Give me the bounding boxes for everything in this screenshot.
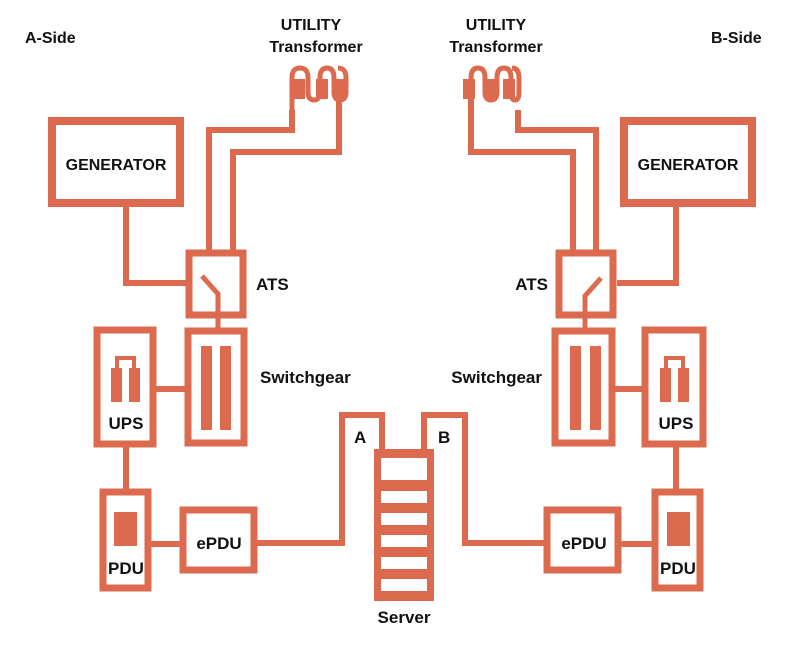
a-side: A-Side UTILITY Transformer GENERATOR ATS…	[25, 17, 385, 592]
b-generator-label: GENERATOR	[638, 157, 739, 174]
a-utility-feed-line-2	[230, 99, 342, 252]
a-ats-switch-icon	[200, 274, 221, 330]
b-epdu-to-server-line	[421, 412, 544, 546]
a-utility-transformer-icon	[289, 65, 349, 110]
server-slots	[381, 458, 427, 591]
b-ups-label: UPS	[659, 414, 694, 433]
a-utility-label-line2: Transformer	[269, 39, 362, 56]
b-ups-box	[641, 326, 707, 448]
a-pdu-label: PDU	[108, 559, 144, 578]
a-pdu-block-icon	[114, 512, 137, 546]
b-epdu-box	[543, 506, 622, 574]
b-generator-to-ats-line	[617, 207, 679, 286]
b-epdu-label: ePDU	[561, 534, 606, 553]
a-feed-label: A	[354, 428, 366, 447]
a-switchgear-label: Switchgear	[260, 368, 351, 387]
b-switchgear-box	[551, 327, 616, 447]
b-utility-label-line1: UTILITY	[466, 17, 527, 34]
b-side-title: B-Side	[711, 30, 762, 47]
a-epdu-box	[179, 506, 258, 574]
server-slot	[381, 491, 427, 503]
a-epdu-label: ePDU	[196, 534, 241, 553]
server: Server	[374, 449, 434, 627]
server-slot	[381, 579, 427, 591]
a-generator-to-ats-line	[123, 207, 188, 286]
b-switchgear-label: Switchgear	[451, 368, 542, 387]
b-ats-label: ATS	[515, 275, 548, 294]
a-ups-box	[93, 326, 157, 448]
server-label: Server	[378, 608, 431, 627]
a-utility-feed-line-1	[206, 110, 295, 252]
b-ups-battery-icon	[660, 356, 689, 402]
server-slot	[381, 535, 427, 547]
b-ats-switch-icon	[582, 276, 603, 330]
b-generator-box	[620, 117, 756, 207]
b-side: B-Side UTILITY Transformer GENERATOR ATS…	[421, 17, 762, 592]
b-feed-label: B	[438, 428, 450, 447]
server-slot	[381, 458, 427, 480]
b-utility-transformer-icon	[463, 65, 522, 110]
server-slot	[381, 557, 427, 569]
b-switchgear-bar-1	[570, 346, 581, 430]
a-generator-label: GENERATOR	[66, 157, 167, 174]
a-ats-label: ATS	[256, 275, 289, 294]
a-utility-label-line1: UTILITY	[281, 17, 342, 34]
a-epdu-to-server-line	[257, 412, 385, 546]
b-utility-label-line2: Transformer	[449, 39, 542, 56]
a-side-title: A-Side	[25, 30, 76, 47]
server-slot	[381, 513, 427, 525]
b-switchgear-bar-2	[590, 346, 601, 430]
b-pdu-block-icon	[667, 512, 690, 546]
a-switchgear-box	[184, 327, 248, 447]
a-generator-box	[48, 117, 184, 207]
a-switchgear-bar-2	[220, 346, 231, 430]
b-pdu-label: PDU	[660, 559, 696, 578]
b-utility-feed-line-2	[515, 110, 599, 252]
a-ups-label: UPS	[109, 414, 144, 433]
a-switchgear-bar-1	[201, 346, 212, 430]
b-utility-feed-line-1	[468, 99, 576, 252]
a-ups-battery-icon	[111, 356, 140, 402]
